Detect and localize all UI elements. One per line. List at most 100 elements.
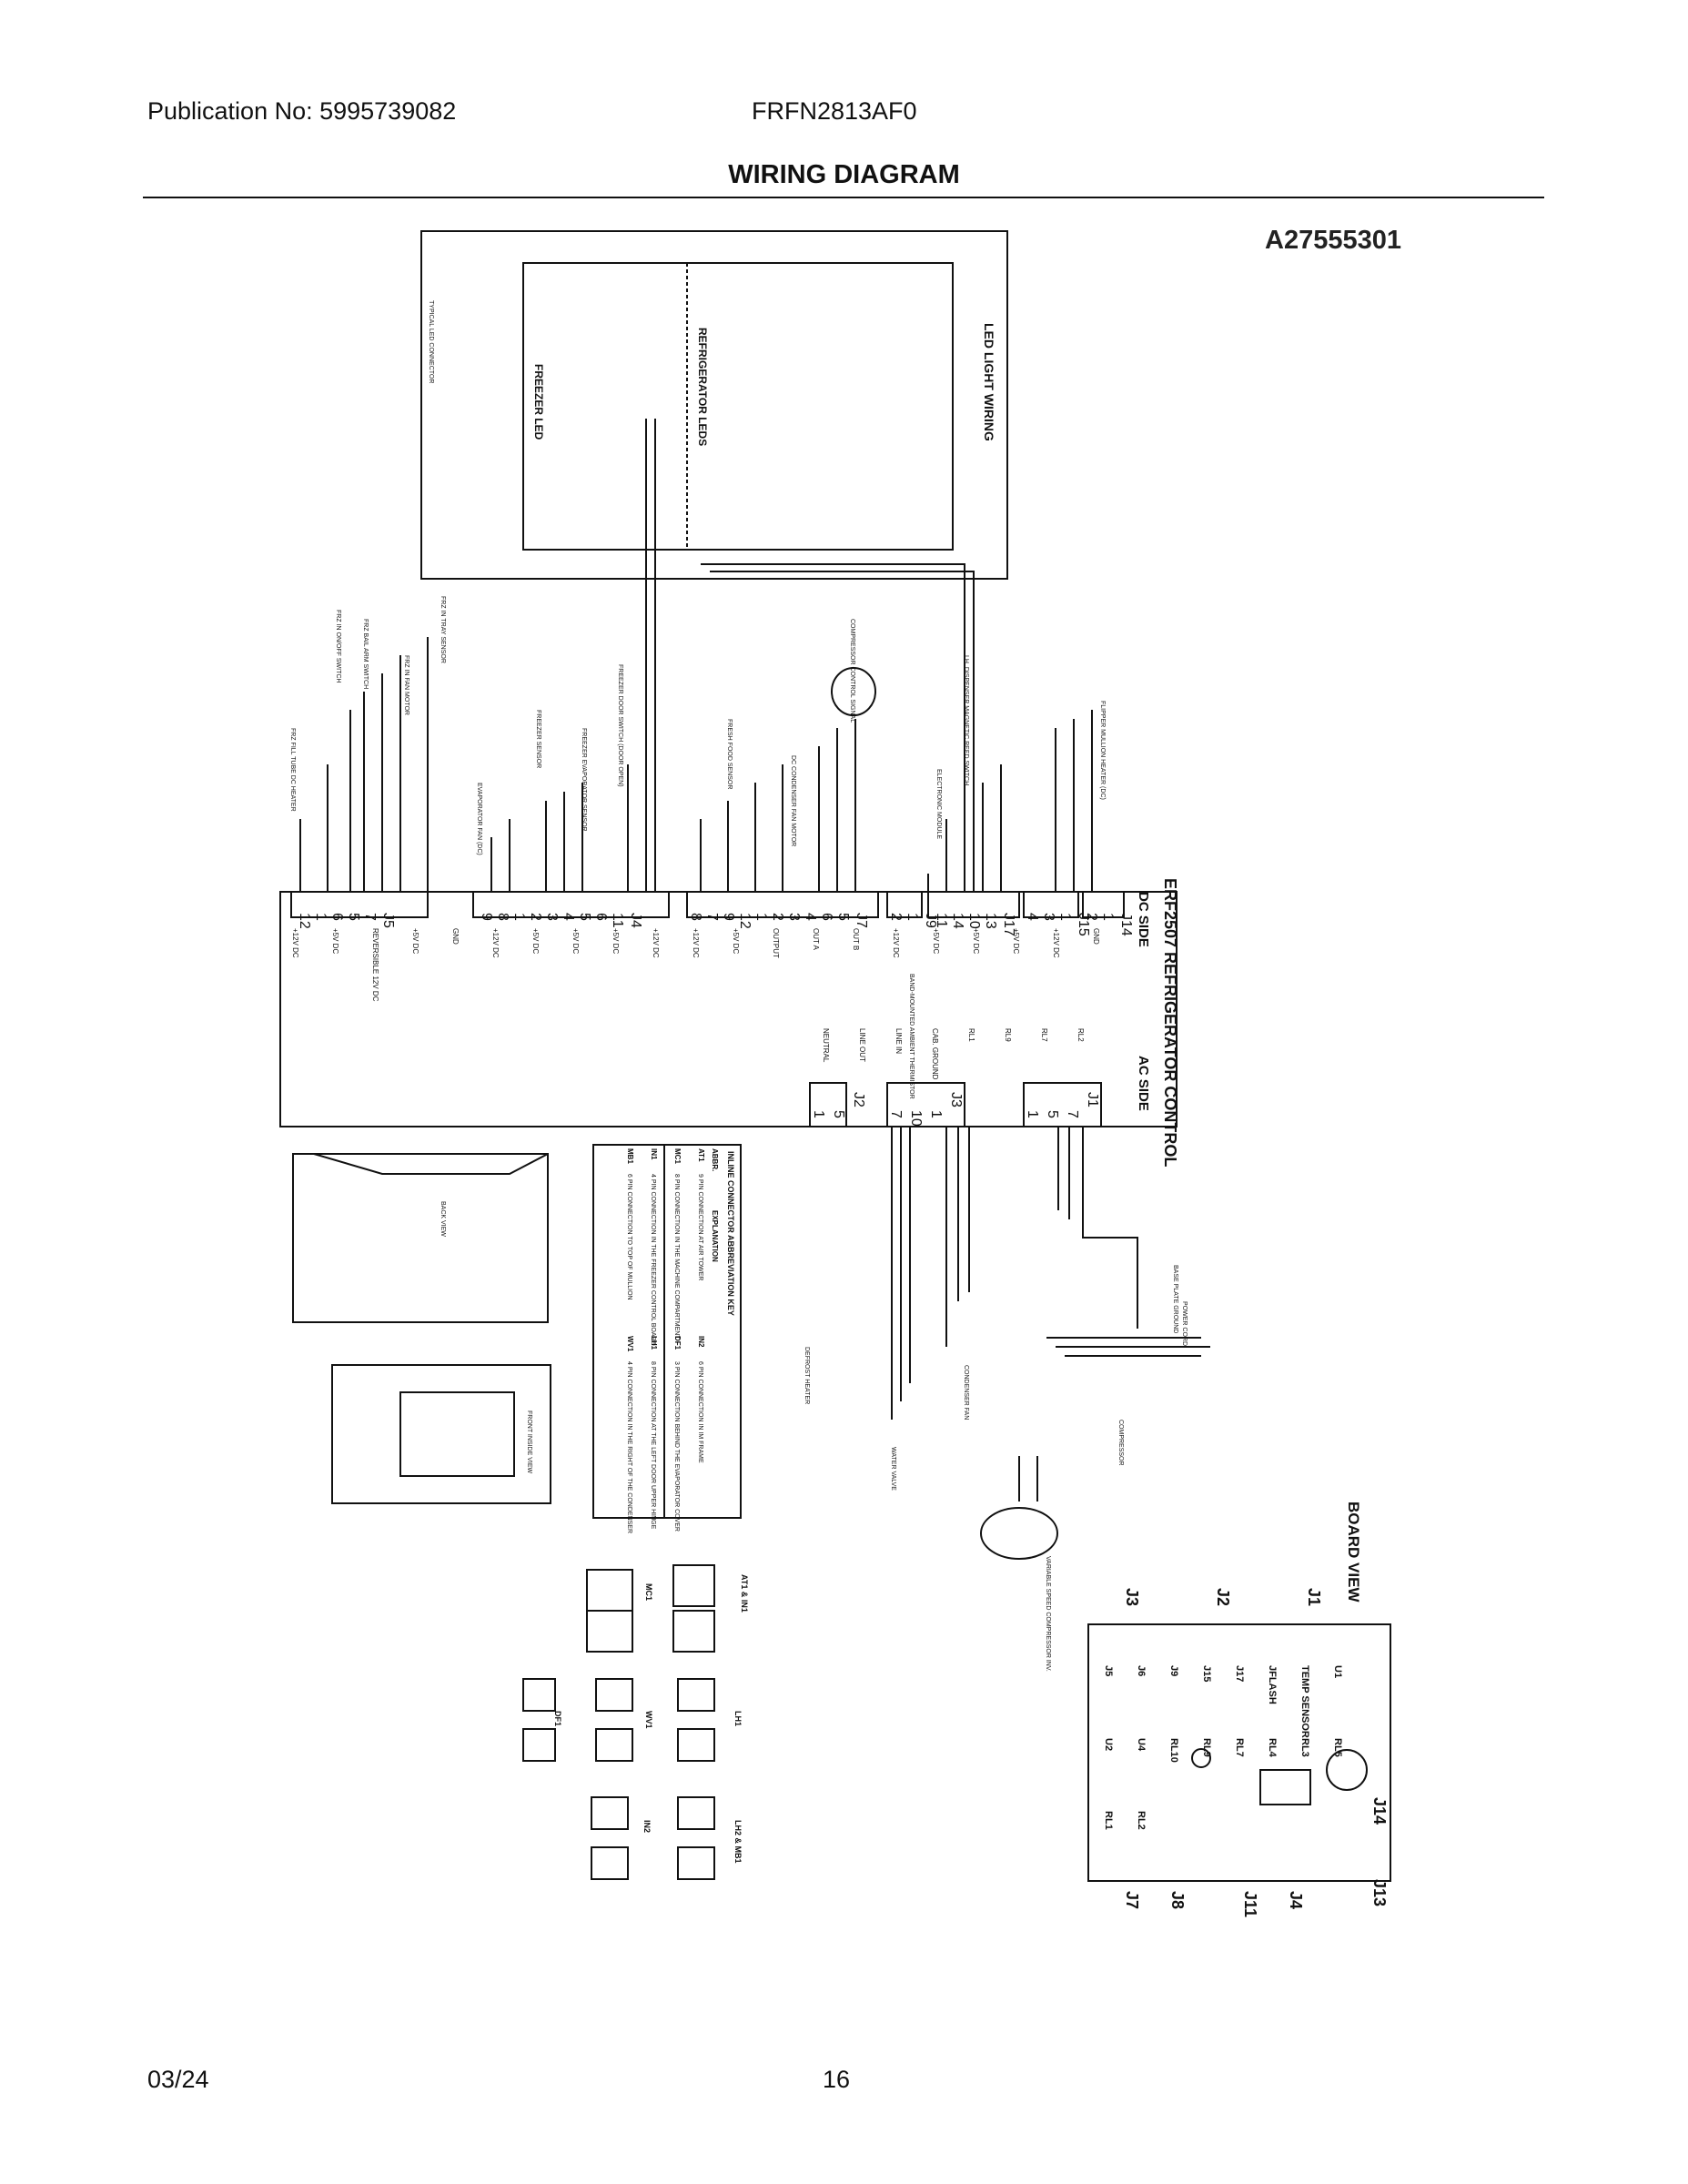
connector-j15: J15 — [1076, 913, 1091, 936]
voltage-label: +5V DC — [1012, 928, 1020, 954]
control-board-title: ERF2507 REFRIGERATOR CONTROL — [1161, 878, 1179, 1167]
pin-j4-6: 6 — [593, 913, 609, 921]
pin-j5-7: 7 — [362, 913, 378, 921]
document-id: A27555301 — [1265, 226, 1401, 255]
key-text-in2: 6 PIN CONNECTION IN IM FRAME — [697, 1361, 703, 1463]
component-label: EVAPORATOR FAN (DC) — [476, 783, 482, 855]
connector-tag: LH1 — [733, 1711, 743, 1726]
voltage-label: +5V DC — [331, 928, 339, 954]
key-text-at1: 9 PIN CONNECTION AT AIR TOWER — [697, 1174, 703, 1280]
connector-j9: J9 — [923, 913, 938, 928]
ac-label: RL2 — [1076, 1028, 1085, 1042]
voltage-label: +12V DC — [291, 928, 299, 958]
pin-j15-1: 1 — [1057, 913, 1073, 921]
key-abbr-df1: DF1 — [673, 1336, 682, 1350]
component-label: FRZ IN FAN MOTOR — [403, 655, 409, 715]
board-bottom-j7: J7 — [1123, 1891, 1141, 1909]
compressor-signal-shape — [831, 667, 876, 716]
board-top-j2: J2 — [1214, 1588, 1232, 1606]
component-label: FRZ IN ON/OFF SWITCH — [335, 610, 341, 683]
pin-j7-2: 2 — [770, 913, 785, 921]
voltage-label: GND — [1092, 928, 1100, 945]
connector-tag: AT1 & IN1 — [740, 1574, 749, 1613]
key-text-wv1: 4 PIN CONNECTION IN THE RIGHT OF THE CON… — [626, 1361, 632, 1533]
pin-j1-7: 7 — [1065, 1110, 1080, 1118]
board-inner-label: RL9 — [1201, 1738, 1212, 1757]
pin-j7-9: 9 — [721, 913, 736, 921]
board-inner-label: RL4 — [1267, 1738, 1278, 1758]
pin-j5-12: 12 — [297, 913, 312, 929]
board-inner-label: RL1 — [1103, 1811, 1114, 1830]
pin-j17-10: 10 — [966, 913, 982, 929]
pin-j7-3: 3 — [786, 913, 802, 921]
connector-tag: DF1 — [553, 1711, 562, 1726]
board-top-j3: J3 — [1123, 1588, 1141, 1606]
freezer-led-label: FREEZER LED — [532, 364, 545, 440]
board-inner-label: RL10 — [1168, 1738, 1179, 1763]
pin-j4-4: 4 — [561, 913, 576, 921]
key-abbr-in1: IN1 — [650, 1148, 658, 1160]
ac-label: RL7 — [1040, 1028, 1048, 1042]
board-right-j14: J14 — [1370, 1797, 1389, 1825]
key-abbr-mb1: MB1 — [626, 1148, 634, 1164]
compressor-shape — [980, 1507, 1058, 1560]
pin-j7-6: 6 — [819, 913, 834, 921]
board-inner-label: J5 — [1103, 1665, 1114, 1676]
component-label: FREEZER EVAPORATOR SENSOR — [581, 728, 587, 832]
component-label: POWER CORD — [1181, 1301, 1188, 1346]
pin-j5-5: 5 — [346, 913, 361, 921]
typical-led-connector-label: TYPICAL LED CONNECTOR — [428, 300, 434, 383]
pin-j5-6: 6 — [329, 913, 345, 921]
board-top-j1: J1 — [1305, 1588, 1323, 1606]
led-inner-box — [522, 262, 954, 551]
board-inner-label: U2 — [1103, 1738, 1114, 1751]
component-label: WATER VALVE — [890, 1447, 896, 1491]
pin-j4-5: 5 — [577, 913, 592, 921]
component-label: I.H. DISPENSER MAGNETIC REED SWITCH — [963, 655, 969, 785]
component-label: CONDENSER FAN — [963, 1365, 969, 1420]
component-label: DEFROST HEATER — [804, 1347, 810, 1404]
pin-j4-1: 1 — [511, 913, 527, 921]
ac-label: RL1 — [967, 1028, 975, 1042]
key-col-abbr: ABBR. — [711, 1148, 719, 1171]
voltage-label: +12V DC — [892, 928, 900, 958]
voltage-label: OUTPUT — [772, 928, 780, 958]
key-abbr-lh1: LH1 — [650, 1336, 658, 1350]
model-number: FRFN2813AF0 — [752, 97, 917, 125]
pin-j7-12: 12 — [737, 913, 753, 929]
board-bottom-j4: J4 — [1287, 1891, 1305, 1909]
ac-side-label: AC SIDE — [1136, 1056, 1151, 1111]
board-inner-label: RL5 — [1332, 1738, 1343, 1757]
board-inner-label: RL7 — [1234, 1738, 1245, 1757]
connector-j7: J7 — [854, 913, 869, 928]
voltage-label: REVERSIBLE 12V DC — [371, 928, 379, 1002]
voltage-label: OUT A — [812, 928, 820, 951]
pin-j1-1: 1 — [1025, 1110, 1040, 1118]
pin-j1-5: 5 — [1045, 1110, 1060, 1118]
page-number: 16 — [823, 2066, 851, 2093]
component-label: ELECTRONIC MODULE — [935, 769, 942, 839]
led-wiring-title: LED LIGHT WIRING — [982, 323, 996, 441]
connector-tag: IN2 — [642, 1820, 652, 1833]
pin-j4-11: 11 — [610, 913, 625, 928]
component-label: FREEZER DOOR SWITCH (DOOR OPEN) — [617, 664, 623, 787]
pin-j17-14: 14 — [950, 913, 965, 929]
key-abbr-mc1: MC1 — [673, 1148, 682, 1164]
voltage-label: +5V DC — [612, 928, 620, 954]
pin-j2-5: 5 — [831, 1110, 846, 1118]
board-view — [1087, 1623, 1391, 1882]
component-label: FREEZER SENSOR — [535, 710, 541, 768]
voltage-label: +12V DC — [652, 928, 660, 958]
footer-date: 03/24 — [147, 2066, 209, 2093]
voltage-label: +5V DC — [571, 928, 580, 954]
component-label: COMPRESSOR CONTROL SIGNAL — [849, 619, 855, 723]
ac-label: NEUTRAL — [822, 1028, 830, 1063]
board-inner-label: RL3 — [1299, 1738, 1310, 1757]
connector-j1: J1 — [1085, 1092, 1100, 1107]
voltage-label: GND — [451, 928, 460, 945]
key-title: INLINE CONNECTOR ABBREVIATION KEY — [726, 1151, 735, 1316]
ac-label: CAB. GROUND — [931, 1028, 939, 1080]
back-view-box — [292, 1153, 549, 1323]
component-label: FRESH FOOD SENSOR — [726, 719, 733, 789]
